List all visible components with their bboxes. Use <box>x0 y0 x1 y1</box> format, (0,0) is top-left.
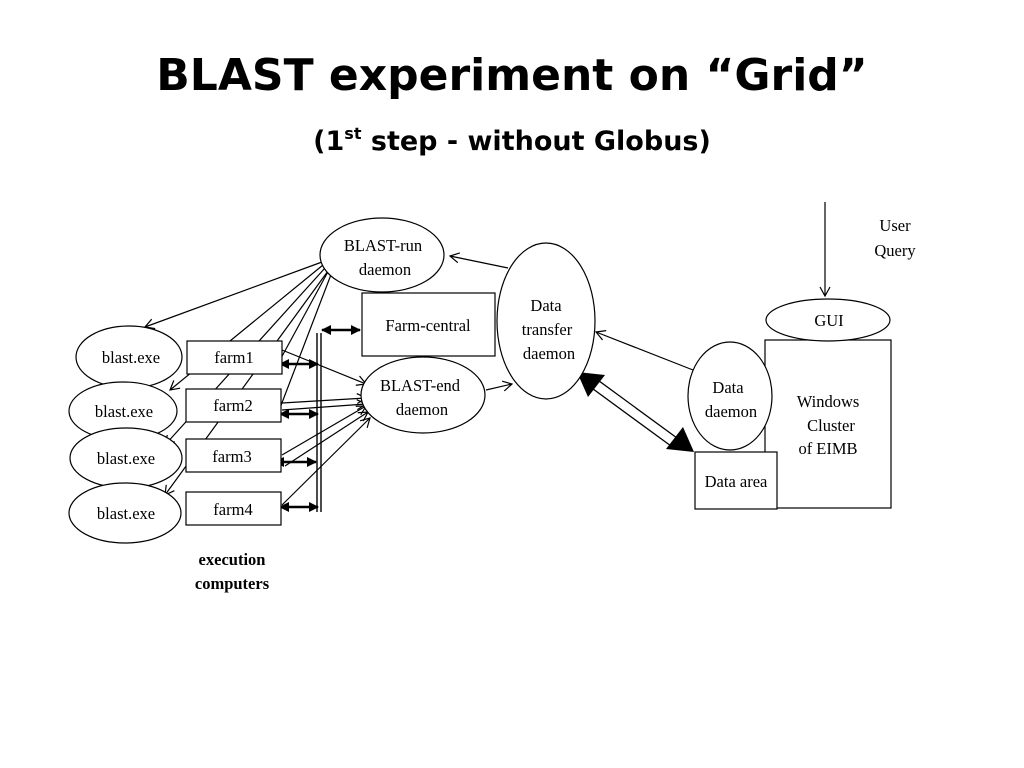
user-query-caption: User Query <box>874 216 916 260</box>
data-daemon-label-1: Data <box>712 378 744 397</box>
data-area-label: Data area <box>705 472 768 491</box>
network-bus <box>316 333 322 512</box>
subtitle-superscript: st <box>344 124 362 143</box>
data-transfer-daemon-label-2: transfer <box>522 320 573 339</box>
blast-run-daemon: BLAST-run daemon <box>319 217 445 293</box>
farm-1-label: farm1 <box>214 348 253 367</box>
arrow-farm2-to-end <box>281 393 368 405</box>
arrow-farm4-to-end <box>281 417 371 506</box>
farm-central-label: Farm-central <box>385 316 471 335</box>
data-area: Data area <box>694 451 778 510</box>
windows-cluster: Windows Cluster of EIMB <box>764 339 892 509</box>
arrow-transfer-to-run <box>448 252 509 269</box>
slide-title: BLAST experiment on “Grid” <box>156 50 868 101</box>
blast-exe-2-label: blast.exe <box>95 402 153 421</box>
arrow-run-to-blast1 <box>143 261 323 330</box>
blast-exe-1: blast.exe <box>75 325 183 389</box>
farm-3: farm3 <box>185 438 282 473</box>
windows-cluster-label-3: of EIMB <box>798 439 857 458</box>
blast-end-daemon: BLAST-end daemon <box>360 356 486 434</box>
user-query-label-2: Query <box>874 241 916 260</box>
blast-exe-3-label: blast.exe <box>97 449 155 468</box>
arrow-farm2b-to-end <box>281 399 368 411</box>
blast-end-daemon-label-1: BLAST-end <box>380 376 461 395</box>
user-query-label-1: User <box>879 216 911 235</box>
arrow-farm3b-to-end <box>284 411 370 467</box>
farm-1: farm1 <box>186 340 283 375</box>
data-transfer-daemon-label-1: Data <box>530 296 562 315</box>
farm-3-label: farm3 <box>212 447 251 466</box>
arrow-farm3-to-end <box>281 405 368 456</box>
blast-exe-2: blast.exe <box>68 381 178 441</box>
data-transfer-daemon-label-3: daemon <box>523 344 575 363</box>
transfer-arrow-data-area <box>577 372 694 452</box>
blast-exe-3: blast.exe <box>69 427 183 489</box>
gui-label: GUI <box>814 311 843 330</box>
slide-subtitle: (1st step - without Globus) <box>0 114 1024 162</box>
execution-computers-caption: execution computers <box>195 550 270 593</box>
gui-node: GUI <box>765 298 891 342</box>
subtitle-suffix: step - without Globus) <box>361 126 711 157</box>
arrow-run-to-farm2 <box>279 271 333 409</box>
arrow-datadaemon-to-transfer <box>594 330 694 371</box>
farm-4: farm4 <box>185 491 282 526</box>
data-daemon-label-2: daemon <box>705 402 757 421</box>
blast-end-daemon-label-2: daemon <box>396 400 448 419</box>
arrow-end-to-transfer <box>485 380 514 392</box>
farm-4-label: farm4 <box>213 500 252 519</box>
bus-links <box>274 325 361 512</box>
execution-computers-label-1: execution <box>199 550 266 569</box>
windows-cluster-label-1: Windows <box>797 392 860 411</box>
execution-computers-label-2: computers <box>195 574 270 593</box>
farm-central: Farm-central <box>361 292 496 357</box>
blast-exe-4: blast.exe <box>68 482 182 544</box>
blast-run-daemon-label-1: BLAST-run <box>344 236 422 255</box>
farm-2: farm2 <box>185 388 282 423</box>
farm-2-label: farm2 <box>213 396 252 415</box>
blast-exe-4-label: blast.exe <box>97 504 155 523</box>
blast-exe-1-label: blast.exe <box>102 348 160 367</box>
data-daemon: Data daemon <box>687 341 773 451</box>
subtitle-prefix: (1 <box>313 126 345 157</box>
blast-run-daemon-label-2: daemon <box>359 260 411 279</box>
arrow-run-to-farm1 <box>279 267 331 361</box>
arrow-farm1-to-end <box>281 349 368 386</box>
data-transfer-daemon: Data transfer daemon <box>496 242 596 400</box>
windows-cluster-label-2: Cluster <box>807 416 855 435</box>
